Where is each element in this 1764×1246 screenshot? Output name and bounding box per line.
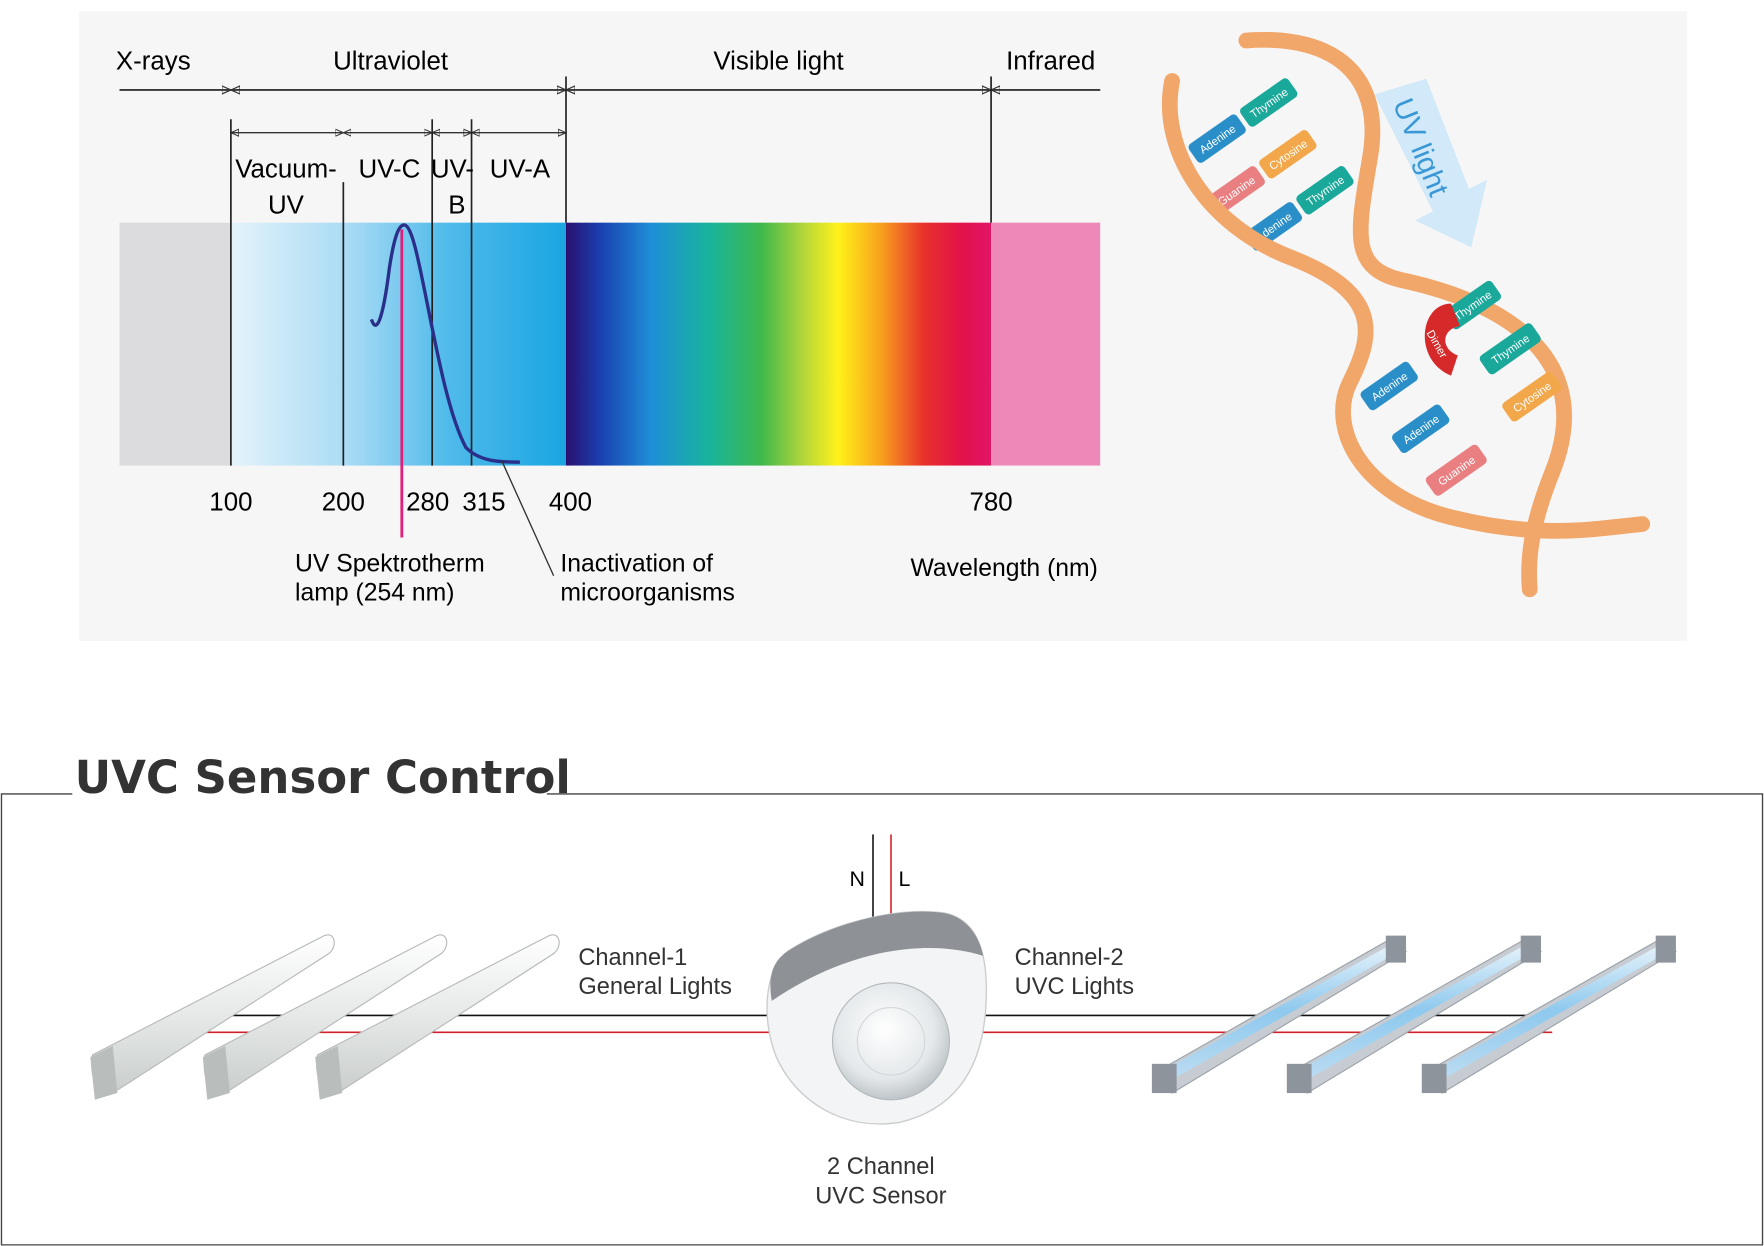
uvc-tube bbox=[1151, 935, 1407, 1094]
base-pill bbox=[1360, 361, 1418, 411]
dna-illustration: Adenine Thymine Guanine Cytosine Adenine… bbox=[1161, 31, 1651, 598]
live-label: L bbox=[899, 867, 911, 891]
section-frame bbox=[0, 793, 1764, 1246]
section-title: UVC Sensor Control bbox=[75, 751, 571, 804]
channel2-label-line2: UVC Lights bbox=[1015, 974, 1134, 1000]
subband-label-uvb-1: UV- bbox=[431, 156, 474, 184]
visible-region bbox=[566, 222, 992, 466]
dna-strand-2 bbox=[1238, 31, 1572, 598]
base-pill bbox=[1443, 280, 1502, 330]
absorption-curve bbox=[369, 223, 520, 464]
base-pill bbox=[1188, 114, 1246, 163]
subband-label-uva: UV-A bbox=[490, 156, 551, 184]
band-label-infrared: Infrared bbox=[1006, 48, 1095, 76]
band-label-xrays: X-rays bbox=[116, 48, 191, 76]
xray-region bbox=[119, 222, 231, 466]
sensor-label-line1: 2 Channel bbox=[827, 1154, 935, 1180]
inactivation-leader-line bbox=[501, 460, 555, 577]
uvc-sensor-control-section: UVC Sensor Control N L Channel-1 bbox=[0, 751, 1764, 1246]
inactivation-label-line1: Inactivation of bbox=[560, 550, 713, 577]
uv-region bbox=[230, 222, 567, 466]
uvc-sensor-device bbox=[766, 910, 988, 1125]
band-label-visible: Visible light bbox=[713, 48, 843, 76]
uvc-tube bbox=[1421, 935, 1677, 1094]
base-pill bbox=[1207, 166, 1265, 215]
tick-label-200: 200 bbox=[322, 489, 365, 517]
wavelength-axis-label: Wavelength (nm) bbox=[911, 555, 1098, 582]
subband-label-uvc: UV-C bbox=[359, 156, 421, 184]
base-pill bbox=[1240, 78, 1298, 127]
channel2-label-line1: Channel-2 bbox=[1015, 945, 1124, 971]
lamp-label-line1: UV Spektrotherm bbox=[295, 550, 485, 577]
uvc-light-fixtures bbox=[1151, 935, 1677, 1094]
uvc-tube bbox=[1286, 935, 1542, 1094]
base-pill bbox=[1425, 444, 1487, 496]
tick-label-780: 780 bbox=[970, 489, 1013, 517]
lamp-label-line2: lamp (254 nm) bbox=[295, 580, 454, 607]
base-pill bbox=[1259, 130, 1317, 179]
subband-label-vacuum-uv-2: UV bbox=[268, 192, 305, 220]
base-pill bbox=[1296, 166, 1354, 215]
led-tube bbox=[202, 934, 448, 1100]
base-pill bbox=[1392, 404, 1450, 453]
neutral-label: N bbox=[850, 867, 865, 891]
thymine-dimer bbox=[1424, 303, 1461, 376]
dna-strand-1 bbox=[1161, 73, 1651, 539]
led-tube bbox=[315, 934, 560, 1100]
general-light-fixtures bbox=[90, 934, 560, 1100]
base-pill bbox=[1502, 371, 1562, 422]
channel1-label-line2: General Lights bbox=[578, 974, 732, 1000]
infrared-region bbox=[991, 222, 1101, 466]
dna-top-base-pairs: Adenine Thymine Guanine Cytosine Adenine… bbox=[1188, 78, 1354, 251]
band-label-ultraviolet: Ultraviolet bbox=[333, 48, 448, 76]
tick-label-400: 400 bbox=[549, 489, 592, 517]
base-pill bbox=[1479, 323, 1541, 375]
tick-label-315: 315 bbox=[462, 489, 505, 517]
sensor-label-line2: UVC Sensor bbox=[815, 1183, 946, 1209]
inactivation-label-line2: microorganisms bbox=[560, 580, 735, 607]
led-tube bbox=[90, 934, 335, 1100]
tick-label-100: 100 bbox=[209, 489, 252, 517]
channel1-label-line1: Channel-1 bbox=[578, 945, 687, 971]
subband-label-vacuum-uv-1: Vacuum- bbox=[235, 156, 337, 184]
sensor-lens bbox=[831, 982, 951, 1101]
subband-label-uvb-2: B bbox=[448, 192, 465, 220]
tick-label-280: 280 bbox=[406, 489, 449, 517]
